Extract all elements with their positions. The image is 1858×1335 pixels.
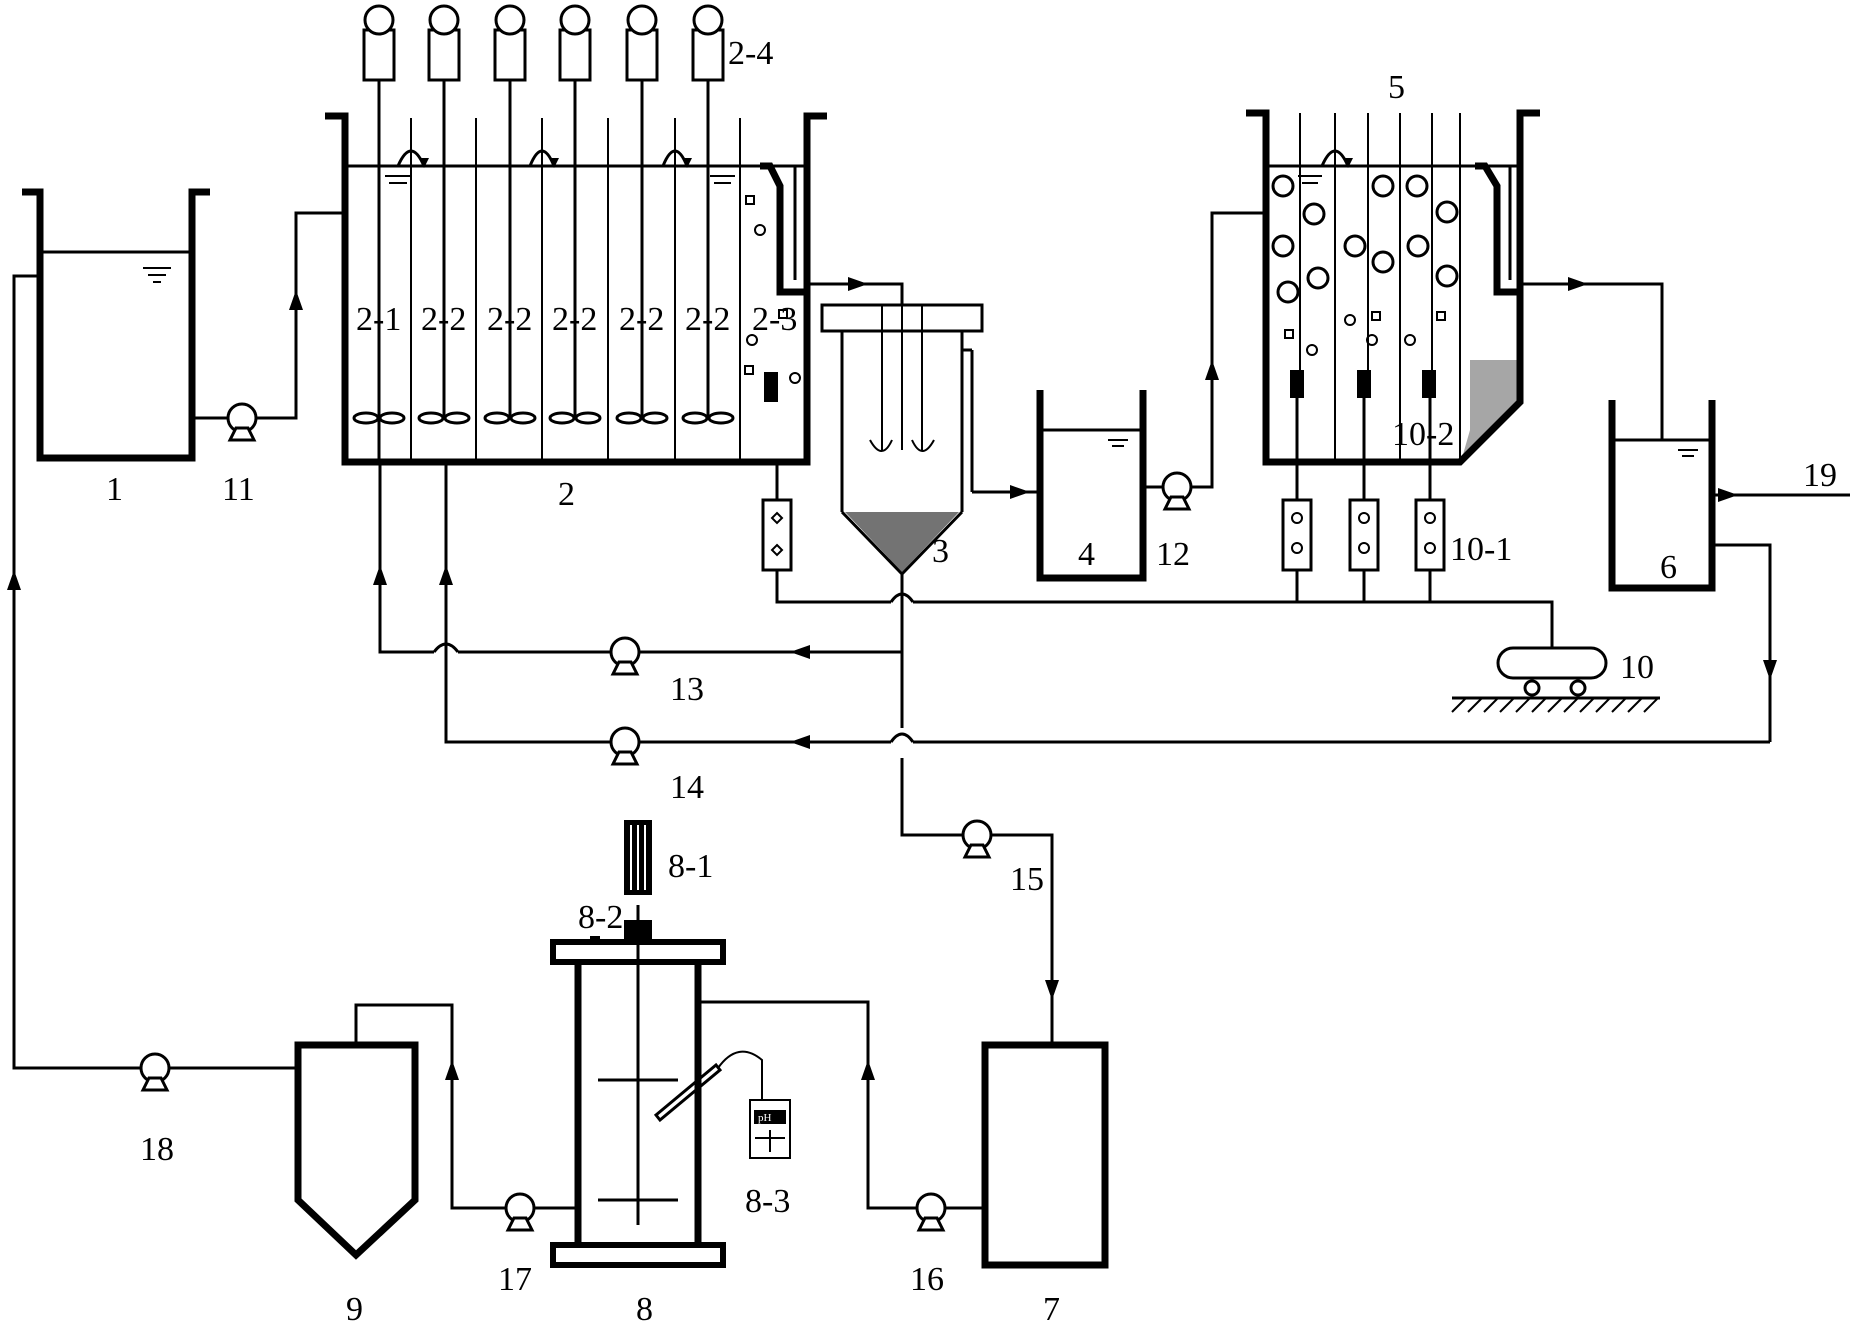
label-9: 9 [346,1291,363,1328]
label-4: 4 [1078,536,1095,573]
label-8: 8 [636,1291,653,1328]
label-1: 1 [106,471,123,508]
label-2-2-a: 2-2 [421,301,466,338]
reactor-5 [1246,109,1540,466]
label-19: 19 [1803,457,1837,494]
label-7: 7 [1043,1291,1060,1328]
pump-14-icon [609,726,641,766]
label-15: 15 [1010,861,1044,898]
pump-11-icon [226,402,258,442]
label-10-2: 10-2 [1392,416,1454,453]
reactor-2 [325,40,827,466]
label-18: 18 [140,1131,174,1168]
piping [7,211,1850,1210]
label-8-1: 8-1 [668,848,713,885]
pump-16-icon [915,1192,947,1232]
label-2-2-d: 2-2 [619,301,664,338]
label-2-1: 2-1 [356,301,401,338]
label-11: 11 [222,471,255,508]
tank-7 [981,1041,1109,1269]
label-10-1: 10-1 [1450,531,1512,568]
label-2: 2 [558,476,575,513]
label-8-3: 8-3 [745,1183,790,1220]
pump-15-icon [961,819,993,859]
label-2-4: 2-4 [728,35,773,72]
label-10: 10 [1620,649,1654,686]
label-5: 5 [1388,69,1405,106]
clarifier-3 [820,303,984,577]
label-17: 17 [498,1261,532,1298]
tank-1 [22,188,210,462]
labels: 1 2 3 4 5 6 7 8 9 10 11 12 13 14 15 16 1… [106,35,1837,1328]
pump-17-icon [504,1192,536,1232]
pump-18-icon [139,1052,171,1092]
label-3: 3 [932,533,949,570]
label-8-2: 8-2 [578,899,623,936]
label-6: 6 [1660,549,1677,586]
label-2-2-e: 2-2 [685,301,730,338]
tank-4 [1036,390,1147,582]
label-16: 16 [910,1261,944,1298]
stirrer-motors-2-4 [362,4,725,82]
label-2-2-b: 2-2 [487,301,532,338]
pump-13-icon [609,636,641,676]
tank-9 [294,1041,419,1260]
pump-12-icon [1161,471,1193,511]
label-2-2-c: 2-2 [552,301,597,338]
reactor-8 [550,820,791,1268]
label-14: 14 [670,769,704,806]
flowmeters [761,498,1446,572]
label-13: 13 [670,671,704,708]
label-2-3: 2-3 [752,301,797,338]
blower-10 [1451,646,1660,713]
label-12: 12 [1156,536,1190,573]
ph-meter-label: pH [758,1112,772,1124]
